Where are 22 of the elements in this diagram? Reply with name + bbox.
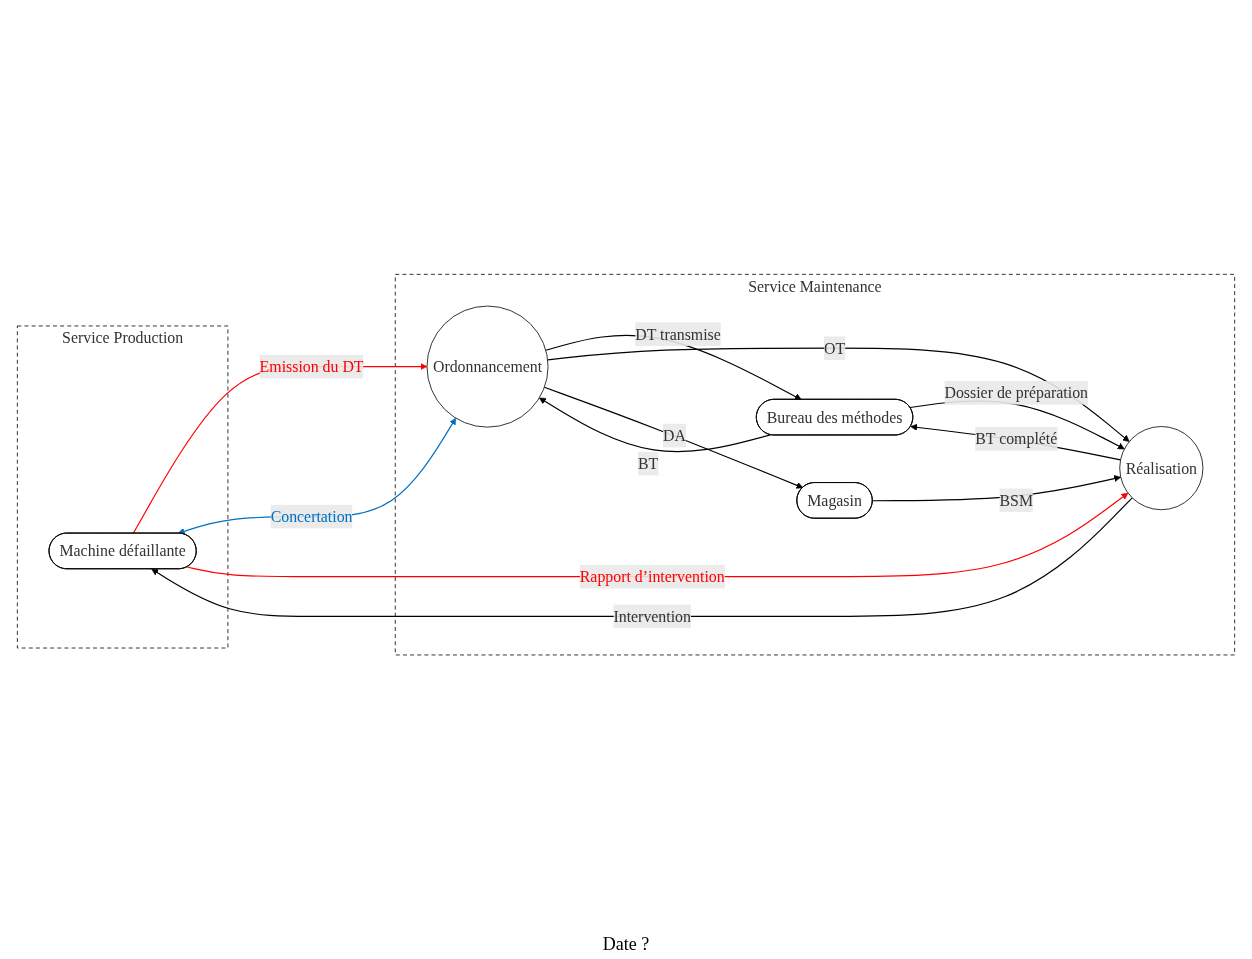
arrow bbox=[151, 497, 1133, 618]
arrow bbox=[910, 424, 1122, 461]
arrow bbox=[543, 387, 804, 489]
arrow bbox=[132, 363, 428, 535]
arrow bbox=[177, 418, 457, 535]
edge-label: DA bbox=[662, 427, 686, 445]
edge-label: Intervention bbox=[613, 607, 691, 626]
edge-label: Rapport d’intervention bbox=[579, 568, 725, 586]
arrow bbox=[547, 347, 1130, 443]
edge-label: BT bbox=[637, 455, 659, 473]
node-circle: Ordonnancement bbox=[426, 306, 549, 428]
edge-label: Dossier de préparation bbox=[944, 384, 1088, 402]
edge-label: Emission du DT bbox=[259, 358, 364, 376]
arrow bbox=[186, 493, 1129, 578]
node-circle: Réalisation bbox=[1119, 426, 1204, 511]
edge-label: OT bbox=[823, 339, 846, 358]
arrow bbox=[539, 397, 772, 453]
edge-label: DT transmise bbox=[635, 325, 721, 344]
edge-label: BSM bbox=[999, 491, 1033, 510]
note-text: Date ? bbox=[602, 934, 650, 954]
edge-label: BT complété bbox=[975, 430, 1058, 448]
edge-label: Concertation bbox=[270, 508, 353, 526]
